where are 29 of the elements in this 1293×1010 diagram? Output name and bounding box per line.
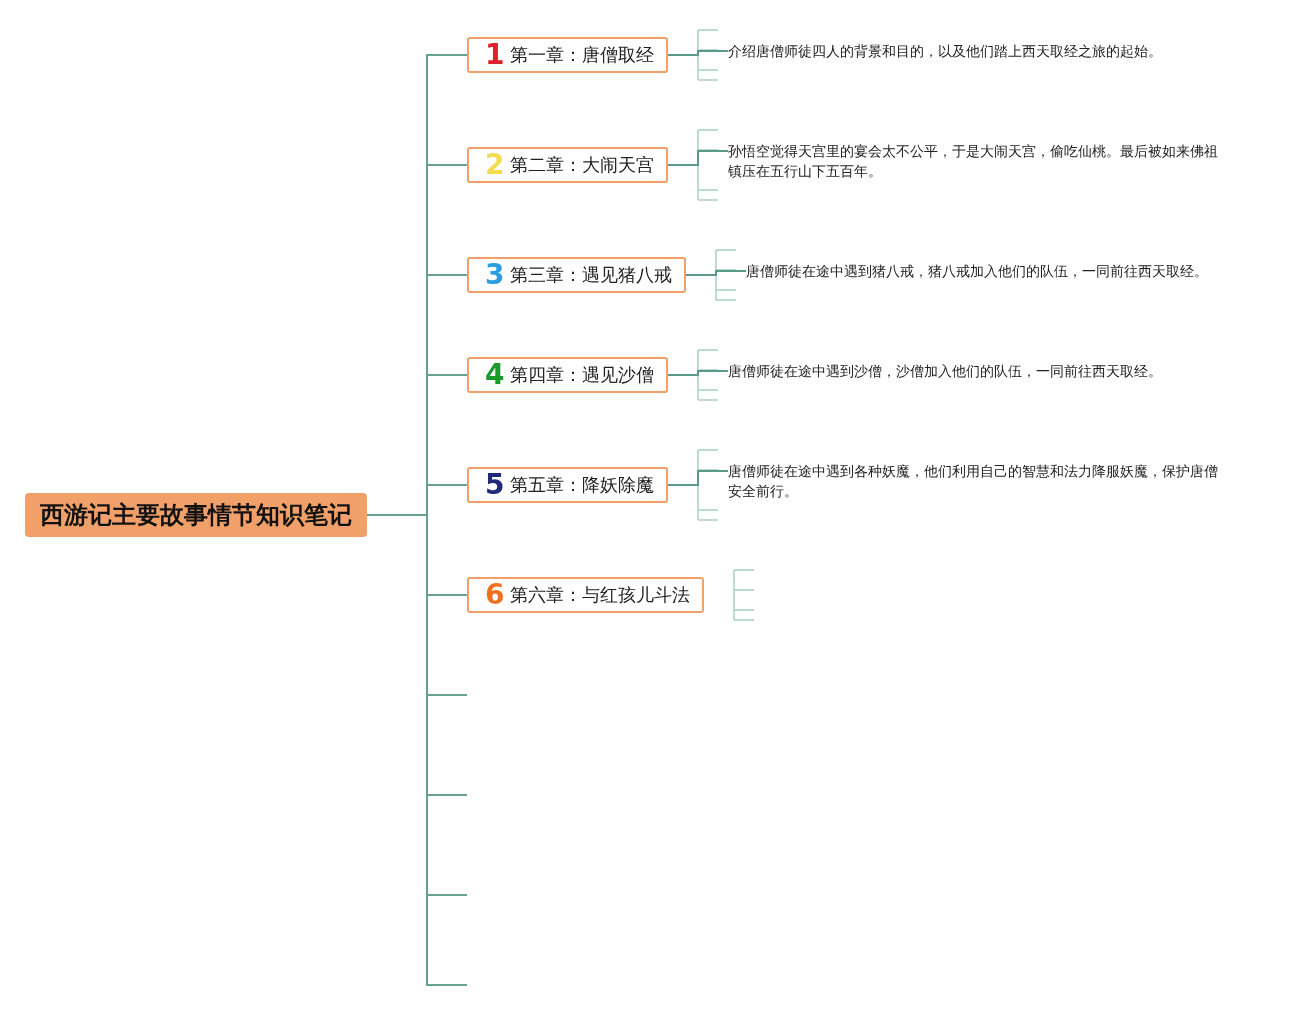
chapter-number: 4 [485,361,505,389]
chapter-title: 第一章：唐僧取经 [510,43,655,67]
description-text: 介绍唐僧师徒四人的背景和目的，以及他们踏上西天取经之旅的起始。 [728,41,1228,61]
chapter-number: 1 [485,41,505,69]
topic-box: 西游记主要故事情节知识笔记 [25,493,367,537]
chapter-title: 第四章：遇见沙僧 [510,363,655,387]
description-text: 唐僧师徒在途中遇到沙僧，沙僧加入他们的队伍，一同前往西天取经。 [728,361,1228,381]
chapter-box [467,37,668,73]
chapter-number: 2 [485,151,505,179]
chapter-title: 第六章：与红孩儿斗法 [510,583,691,607]
connector-line [667,370,729,376]
description-text: 孙悟空觉得天宫里的宴会太不公平，于是大闹天宫，偷吃仙桃。最后被如来佛祖镇压在五行山下五百年。 [728,141,1228,181]
description-text: 唐僧师徒在途中遇到各种妖魔，他们利用自己的智慧和法力降服妖魔，保护唐僧安全前行。 [728,461,1228,501]
chapter-box [467,577,704,613]
connector-line [667,50,729,56]
chapter-box [467,467,668,503]
chapter-title: 第三章：遇见猪八戒 [510,263,673,287]
chapter-box [467,257,686,293]
chapter-number: 5 [485,471,505,499]
chapter-number: 6 [485,581,505,609]
chapter-title: 第二章：大闹天宫 [510,153,655,177]
connector-line [685,270,747,276]
description-text: 唐僧师徒在途中遇到猪八戒，猪八戒加入他们的队伍，一同前往西天取经。 [746,261,1226,281]
chapter-box [467,147,668,183]
connector-line [667,150,729,166]
chapter-title: 第五章：降妖除魔 [510,473,655,497]
connector-line [667,470,729,486]
chapter-number: 3 [485,261,505,289]
chapter-box [467,357,668,393]
